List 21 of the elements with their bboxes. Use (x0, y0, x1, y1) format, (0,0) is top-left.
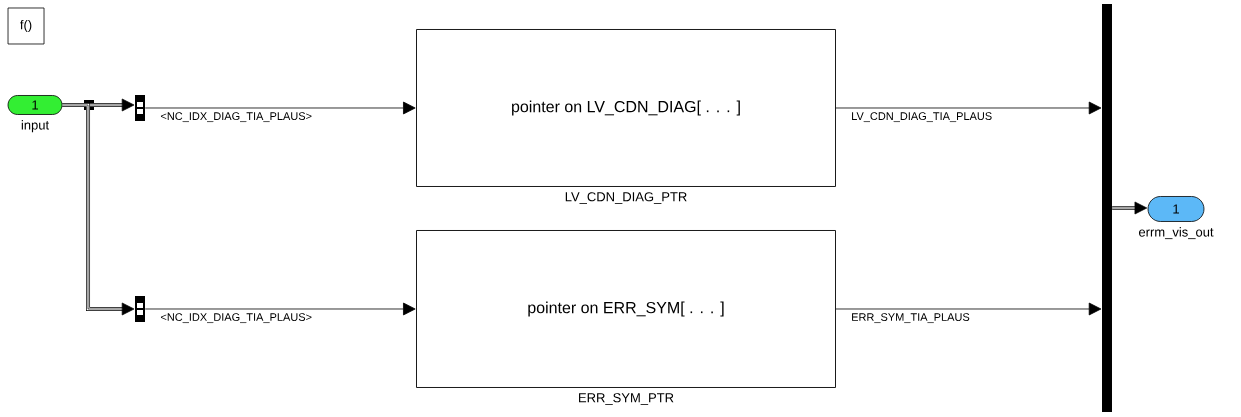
subsystem-block: pointer on ERR_SYM[ . . . ] (416, 230, 836, 388)
edge-label: <NC_IDX_DIAG_TIA_PLAUS> (159, 111, 314, 124)
arrow (835, 302, 1102, 316)
inport-block: 1 (7, 95, 63, 115)
block-label: errm_vis_out (1139, 227, 1214, 240)
edge-label: LV_CDN_DIAG_TIA_PLAUS (850, 111, 994, 124)
bus-selector (135, 95, 145, 121)
bus-selector (135, 296, 145, 322)
subsystem-block: pointer on LV_CDN_DIAG[ . . . ] (416, 29, 836, 187)
block-label: ERR_SYM_PTR (579, 393, 674, 405)
function-block: f() (7, 7, 45, 45)
arrow (62, 103, 135, 316)
edge-label: ERR_SYM_TIA_PLAUS (850, 312, 971, 325)
arrow (144, 101, 416, 115)
block-label: input (21, 120, 49, 133)
outport-block: 1 (1147, 196, 1205, 222)
edge-label: <NC_IDX_DIAG_TIA_PLAUS> (159, 312, 314, 325)
block-label: LV_CDN_DIAG_PTR (565, 192, 687, 204)
arrow (1111, 201, 1148, 215)
arrow (144, 302, 416, 316)
arrow (835, 101, 1102, 115)
